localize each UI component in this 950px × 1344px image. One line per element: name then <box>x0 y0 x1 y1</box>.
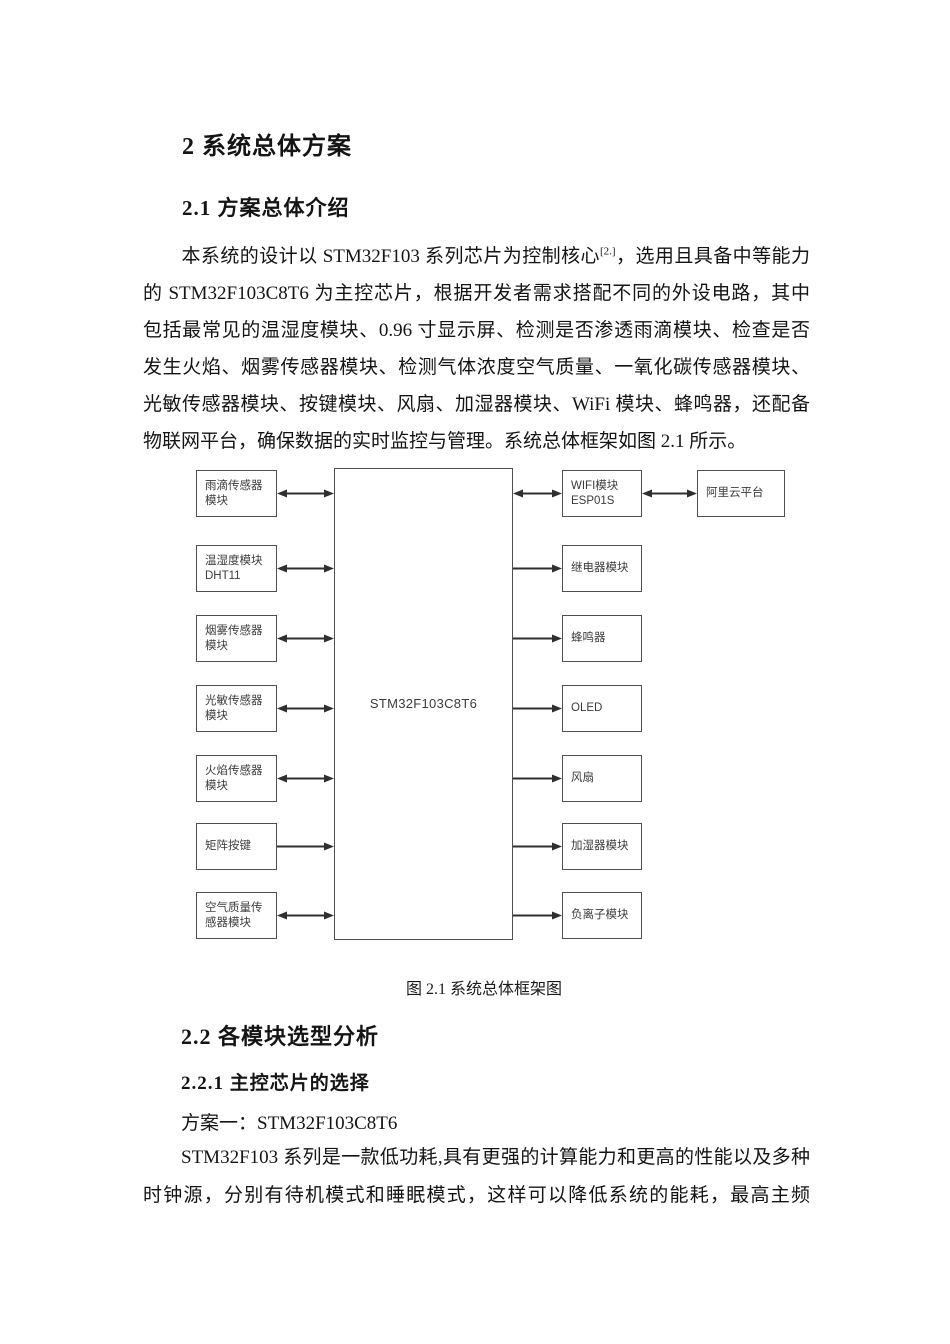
connector-arrow <box>513 842 562 851</box>
connector-arrow <box>642 489 697 498</box>
diagram-node-right: 蜂鸣器 <box>562 615 642 662</box>
subsection-heading-2-2-1: 2.2.1 主控芯片的选择 <box>181 1073 370 1094</box>
chapter-heading: 2 系统总体方案 <box>182 134 352 160</box>
paragraph-line: 的 STM32F103C8T6 为主控芯片，根据开发者需求搭配不同的外设电路，其… <box>143 283 810 304</box>
section-heading-2-1: 2.1 方案总体介绍 <box>182 196 350 220</box>
paragraph-line: STM32F103 系列是一款低功耗,具有更强的计算能力和更高的性能以及多种 <box>181 1147 810 1168</box>
diagram-node-mcu: STM32F103C8T6 <box>334 468 513 940</box>
diagram-node-right: 加湿器模块 <box>562 823 642 870</box>
diagram-node-right: 继电器模块 <box>562 545 642 592</box>
connector-arrow <box>513 634 562 643</box>
connector-arrow <box>277 489 334 498</box>
connector-arrow <box>277 704 334 713</box>
section-heading-2-2: 2.2 各模块选型分析 <box>181 1024 380 1049</box>
diagram-node-left: 光敏传感器 模块 <box>196 685 277 732</box>
diagram-node-left: 雨滴传感器 模块 <box>196 470 277 517</box>
connector-arrow <box>277 842 334 851</box>
connector-arrow <box>513 704 562 713</box>
diagram-node-cloud: 阿里云平台 <box>697 470 785 517</box>
intro-paragraph: 本系统的设计以 STM32F103 系列芯片为控制核心[2.]，选用且具备中等能… <box>143 238 810 460</box>
diagram-node-left: 温湿度模块 DHT11 <box>196 545 277 592</box>
paragraph-line: 时钟源，分别有待机模式和睡眠模式，这样可以降低系统的能耗，最高主频 <box>143 1185 810 1206</box>
connector-arrow <box>513 774 562 783</box>
paragraph-line: 包括最常见的温湿度模块、0.96 寸显示屏、检测是否渗透雨滴模块、检查是否 <box>143 320 810 341</box>
closing-paragraph: STM32F103 系列是一款低功耗,具有更强的计算能力和更高的性能以及多种时钟… <box>143 1139 810 1215</box>
scheme-one-line: 方案一：STM32F103C8T6 <box>181 1113 398 1134</box>
paragraph-line: 物联网平台，确保数据的实时监控与管理。系统总体框架如图 2.1 所示。 <box>143 431 747 452</box>
connector-arrow <box>277 774 334 783</box>
diagram-node-right: 风扇 <box>562 755 642 802</box>
connector-arrow <box>277 911 334 920</box>
diagram-node-left: 矩阵按键 <box>196 823 277 870</box>
paragraph-line: 发生火焰、烟雾传感器模块、检测气体浓度空气质量、一氧化碳传感器模块、 <box>143 357 810 378</box>
connector-arrow <box>277 634 334 643</box>
connector-arrow <box>513 489 562 498</box>
paragraph-text: ，选用且具备中等能力 <box>615 246 810 267</box>
diagram-node-left: 空气质量传 感器模块 <box>196 892 277 939</box>
diagram-node-right: WIFI模块 ESP01S <box>562 470 642 517</box>
connector-arrow <box>513 911 562 920</box>
paragraph-text: 本系统的设计以 STM32F103 系列芯片为控制核心 <box>181 246 600 267</box>
connector-arrow <box>513 564 562 573</box>
diagram-node-left: 烟雾传感器 模块 <box>196 615 277 662</box>
figure-caption: 图 2.1 系统总体框架图 <box>405 981 562 998</box>
connector-arrow <box>277 564 334 573</box>
paragraph-line: 光敏传感器模块、按键模块、风扇、加湿器模块、WiFi 模块、蜂鸣器，还配备 <box>143 394 810 415</box>
paragraph-line: 本系统的设计以 STM32F103 系列芯片为控制核心[2.]，选用且具备中等能… <box>143 238 810 275</box>
diagram-node-right: 负离子模块 <box>562 892 642 939</box>
diagram-node-right: OLED <box>562 685 642 732</box>
citation-superscript: [2.] <box>600 245 616 258</box>
paragraph-lines: 的 STM32F103C8T6 为主控芯片，根据开发者需求搭配不同的外设电路，其… <box>143 275 810 423</box>
diagram-node-left: 火焰传感器 模块 <box>196 755 277 802</box>
